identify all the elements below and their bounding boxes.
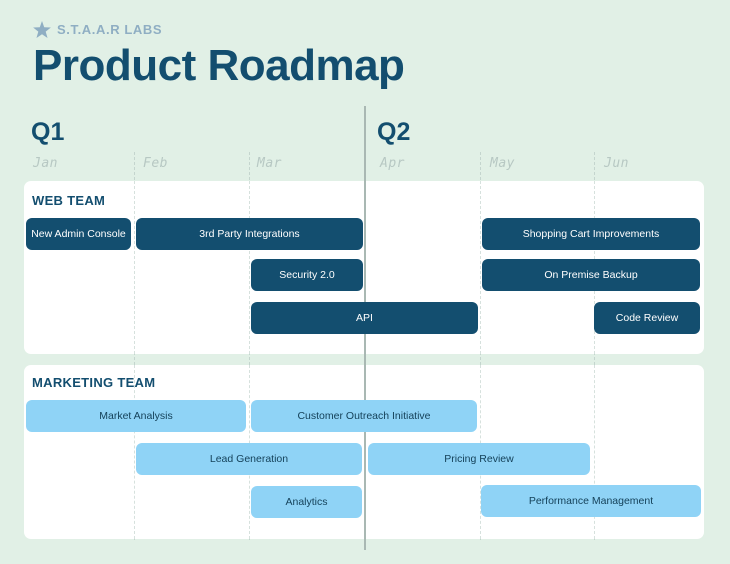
task-bar-customer-outreach-initiative[interactable]: Customer Outreach Initiative [251, 400, 477, 432]
task-bar-on-premise-backup[interactable]: On Premise Backup [482, 259, 700, 291]
brand-name: S.T.A.A.R LABS [57, 22, 163, 37]
task-label: Security 2.0 [279, 269, 335, 281]
month-apr: Apr [380, 156, 405, 171]
task-label: Market Analysis [99, 410, 173, 422]
brand: S.T.A.A.R LABS [33, 21, 162, 38]
task-bar-code-review[interactable]: Code Review [594, 302, 700, 334]
marketing-team-label: MARKETING TEAM [32, 375, 156, 390]
quarter-q2: Q2 [377, 118, 411, 146]
grid-line [480, 181, 481, 354]
task-label: New Admin Console [31, 228, 126, 240]
task-label: Pricing Review [444, 453, 514, 465]
grid-line [134, 181, 135, 354]
task-label: Code Review [615, 312, 679, 324]
task-bar-api[interactable]: API [251, 302, 478, 334]
month-mar: Mar [257, 156, 282, 171]
grid-line [134, 365, 135, 539]
web-team-label: WEB TEAM [32, 193, 106, 208]
task-bar-pricing-review[interactable]: Pricing Review [368, 443, 590, 475]
task-label: Shopping Cart Improvements [522, 228, 660, 240]
month-may: May [490, 156, 515, 171]
task-label: Lead Generation [209, 453, 289, 465]
task-label: On Premise Backup [544, 269, 638, 281]
task-label: Customer Outreach Initiative [297, 410, 431, 422]
task-label: Performance Management [528, 495, 654, 507]
month-jun: Jun [604, 156, 629, 171]
task-bar-analytics[interactable]: Analytics [251, 486, 362, 518]
page-title: Product Roadmap [33, 41, 405, 90]
star-icon [33, 21, 51, 38]
task-label: Analytics [285, 496, 328, 508]
task-bar-market-analysis[interactable]: Market Analysis [26, 400, 246, 432]
grid-line [594, 365, 595, 539]
task-bar-performance-management[interactable]: Performance Management [481, 485, 701, 517]
task-bar-new-admin-console[interactable]: New Admin Console [26, 218, 131, 250]
task-bar-3rd-party-integrations[interactable]: 3rd Party Integrations [136, 218, 363, 250]
task-label: API [356, 312, 373, 324]
quarter-q1: Q1 [31, 118, 65, 146]
month-jan: Jan [33, 156, 58, 171]
task-label: 3rd Party Integrations [199, 228, 300, 240]
task-bar-shopping-cart-improvements[interactable]: Shopping Cart Improvements [482, 218, 700, 250]
task-bar-security-2-0[interactable]: Security 2.0 [251, 259, 363, 291]
grid-line [249, 181, 250, 354]
month-feb: Feb [143, 156, 168, 171]
task-bar-lead-generation[interactable]: Lead Generation [136, 443, 362, 475]
